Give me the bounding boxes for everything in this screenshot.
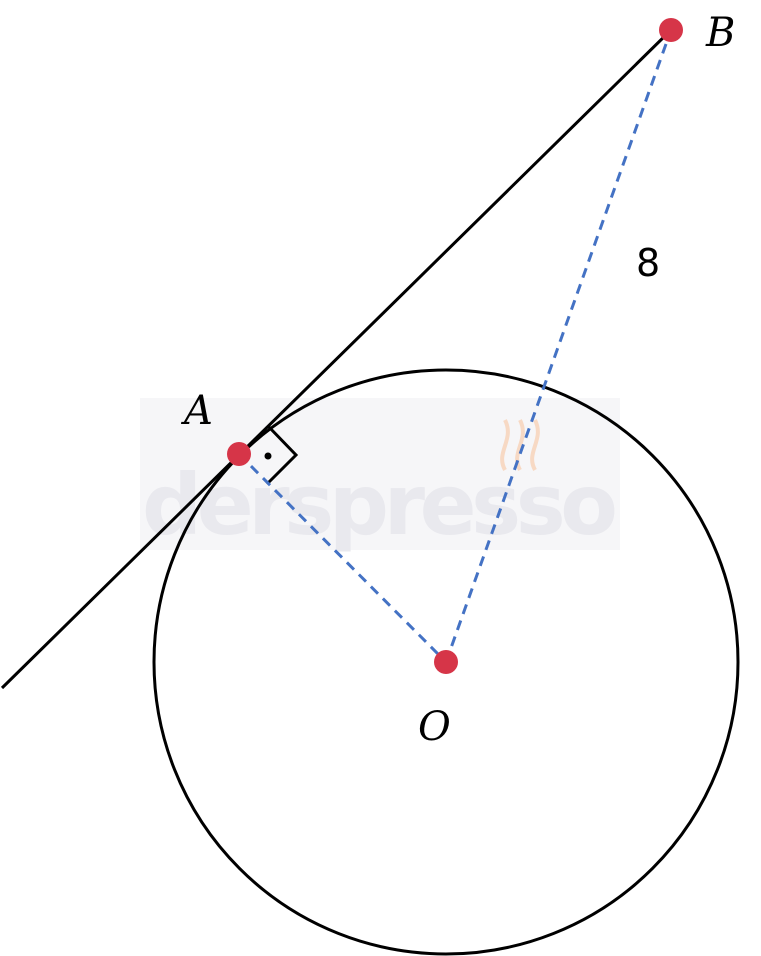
watermark-flame-icon — [500, 419, 540, 471]
label-A: A — [180, 388, 213, 434]
point-A — [227, 442, 251, 466]
segment-OB — [444, 29, 673, 663]
right-angle-dot — [264, 452, 272, 460]
watermark-text: derspresso — [142, 456, 618, 554]
label-B: B — [705, 10, 735, 56]
point-B — [659, 18, 683, 42]
tangent-line — [0, 28, 673, 690]
point-O — [434, 650, 458, 674]
label-O: O — [418, 704, 451, 750]
segment-OB-length-label: 8 — [636, 241, 660, 285]
radius-OA — [237, 452, 448, 664]
circle — [152, 368, 740, 956]
right-angle-marker — [265, 424, 299, 486]
